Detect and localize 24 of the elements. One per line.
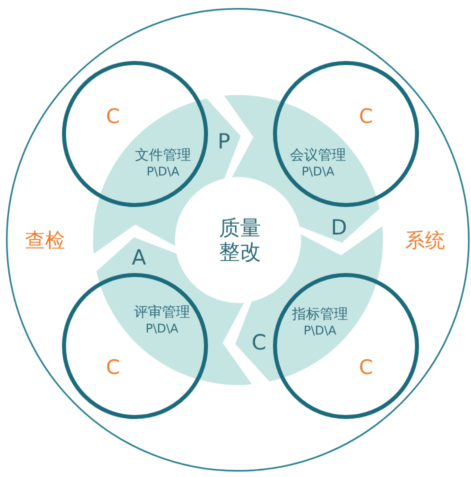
phase-letter: A bbox=[132, 246, 146, 270]
phase-code: P\D\A bbox=[146, 322, 178, 336]
module-title: 评审管理 bbox=[134, 305, 190, 321]
check-letter: C bbox=[106, 104, 120, 127]
module-circle bbox=[272, 60, 419, 207]
side-label: 系统 bbox=[404, 228, 445, 251]
check-letter: C bbox=[359, 356, 373, 378]
module-circle bbox=[62, 272, 208, 419]
check-letter: C bbox=[106, 356, 120, 378]
phase-code: P\D\A bbox=[302, 165, 334, 179]
module-title: 文件管理 bbox=[134, 148, 191, 164]
module-title: 会议管理 bbox=[290, 148, 346, 164]
outer-circle bbox=[6, 8, 470, 472]
check-letter: C bbox=[359, 104, 373, 127]
center-label: 质量整改 bbox=[218, 216, 262, 264]
phase-code: P\D\A bbox=[304, 324, 336, 338]
phase-letter: D bbox=[330, 216, 348, 240]
module-title: 指标管理 bbox=[292, 307, 348, 323]
module-circle bbox=[62, 60, 208, 207]
module-circle bbox=[272, 272, 419, 419]
phase-code: P\D\A bbox=[146, 165, 180, 179]
phase-letter: P bbox=[218, 130, 230, 154]
side-label: 查检 bbox=[24, 228, 65, 251]
phase-letter: C bbox=[252, 331, 266, 355]
